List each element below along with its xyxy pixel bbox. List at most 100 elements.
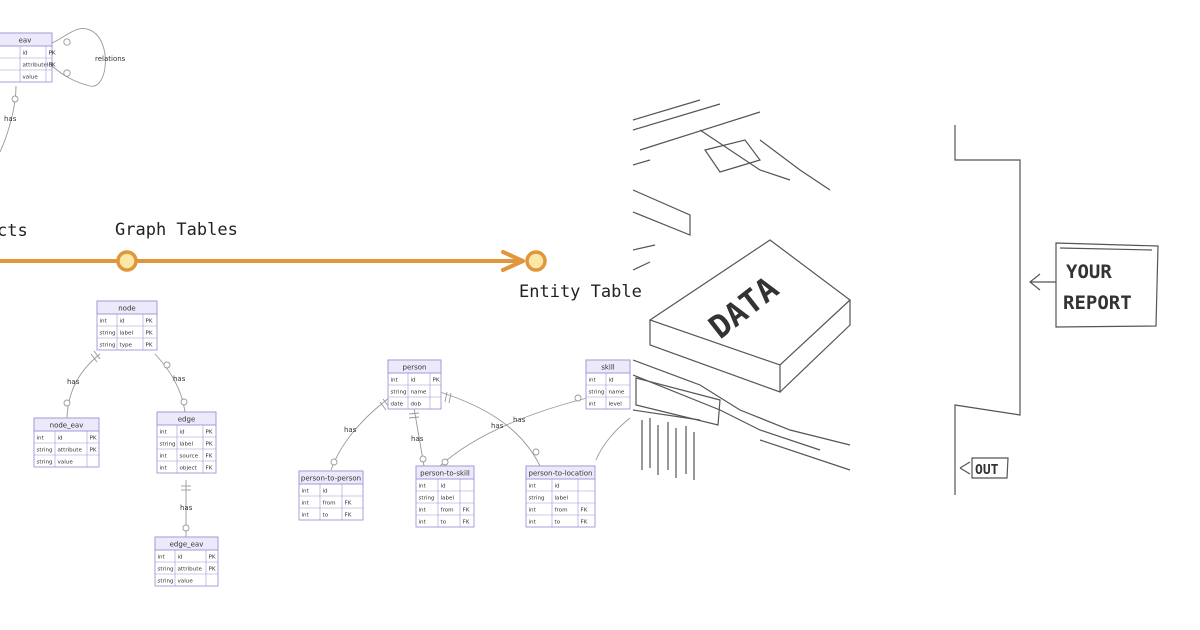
entity-cell: id <box>180 429 186 435</box>
entity-cell: PK <box>209 566 216 572</box>
sketch-data-label: DATA <box>702 269 786 346</box>
entity-cell: name <box>411 389 427 395</box>
entity-cell: from <box>441 507 454 513</box>
entity-cell: FK <box>463 507 470 513</box>
timeline-label-entity-table: Entity Table <box>519 282 642 302</box>
entity-cell: type <box>120 342 133 348</box>
skill-location-line <box>595 417 631 461</box>
entity-cell: id <box>609 377 615 383</box>
entity-cell: FK <box>345 512 352 518</box>
timeline-label-graph-tables: Graph Tables <box>115 220 238 240</box>
entity-cell: date <box>391 401 404 407</box>
entity-cell: name <box>609 389 625 395</box>
entity-cell: int <box>37 435 45 441</box>
entity-cell: PK <box>206 441 213 447</box>
entity-cell: int <box>302 500 310 506</box>
entity-cell: PK <box>209 554 216 560</box>
entity-cell: int <box>391 377 399 383</box>
entity-cell: int <box>160 453 168 459</box>
entity-cell: value <box>178 578 194 584</box>
entity-cell: id <box>178 554 184 560</box>
entity-cell: id <box>555 483 561 489</box>
entity-cell: id <box>411 377 417 383</box>
entity-cell: from <box>323 500 336 506</box>
person-p2l-line <box>439 391 541 467</box>
entity-cell: id <box>441 483 447 489</box>
entity-title: edge <box>178 416 196 424</box>
entity-cell: FK <box>49 62 56 68</box>
entity-title: edge_eav <box>170 541 204 549</box>
timeline-node <box>116 250 138 272</box>
sketch-report-arrow-icon <box>1029 273 1056 291</box>
entity-cell: value <box>58 459 74 465</box>
entity-title: node <box>118 305 135 313</box>
entity-cell: string <box>589 389 606 395</box>
entity-cell: int <box>589 377 597 383</box>
entity-cell: PK <box>146 318 153 324</box>
entity-cell: string <box>37 459 54 465</box>
entity-cell: int <box>419 519 427 525</box>
entity-cell: int <box>419 507 427 513</box>
entity-cell: label <box>180 441 194 447</box>
entity-cell: FK <box>206 453 213 459</box>
has-label: has <box>491 422 504 430</box>
has-label: has <box>4 115 17 123</box>
entity-cell: to <box>441 519 447 525</box>
entity-cell: int <box>158 554 166 560</box>
has-label: has <box>173 375 186 383</box>
sketch-report-frame <box>954 125 1021 495</box>
entity-cell: attributeId <box>23 62 53 68</box>
entity-cell: string <box>158 566 175 572</box>
timeline: cts Graph Tables Entity Table <box>0 220 642 302</box>
entity-cell: string <box>100 330 117 336</box>
person-p2p-line <box>330 397 390 471</box>
entity-cell: value <box>23 74 39 80</box>
entity-cell: int <box>160 465 168 471</box>
has-label: has <box>180 504 193 512</box>
entity-title: person <box>403 364 427 372</box>
entity-cell: int <box>589 401 597 407</box>
sketch-out-label: OUT <box>975 463 999 478</box>
entity-cell: PK <box>90 447 97 453</box>
relationship-labels: relations has has has has has has has ha… <box>4 55 526 512</box>
entity-cell: FK <box>206 465 213 471</box>
entity-cell: from <box>555 507 568 513</box>
sketch-desk-lines <box>632 99 851 471</box>
sketch-out-box <box>971 457 1009 479</box>
timeline-arrow-icon <box>501 250 525 272</box>
entity-cell: object <box>180 465 198 471</box>
entity-cell: string <box>160 441 177 447</box>
entity-cell: PK <box>433 377 440 383</box>
entity-cell: id <box>120 318 126 324</box>
timeline-label-objects: cts <box>0 221 28 241</box>
entity-cell: PK <box>206 429 213 435</box>
node-nodeeav-line <box>66 353 101 419</box>
sketch-out-arrow-icon <box>959 461 971 475</box>
entity-cell: int <box>529 519 537 525</box>
entity-cell: to <box>555 519 561 525</box>
sketch-panel: DATA YOUR REPORT OUT <box>632 99 1159 495</box>
entity-cell: int <box>529 483 537 489</box>
entity-title: skill <box>601 364 615 372</box>
has-label: has <box>411 435 424 443</box>
sketch-report-label-line2: REPORT <box>1063 292 1132 314</box>
eav-has-line <box>0 85 17 153</box>
entity-cell: to <box>323 512 329 518</box>
entity-cell: id <box>58 435 64 441</box>
entity-cell: int <box>529 507 537 513</box>
sketch-crowd <box>635 377 721 480</box>
entity-cell: PK <box>146 342 153 348</box>
entity-cell: FK <box>345 500 352 506</box>
sketch-report-label-line1: YOUR <box>1066 261 1112 283</box>
entity-cell: PK <box>49 50 56 56</box>
entity-title: person-to-location <box>529 470 593 478</box>
